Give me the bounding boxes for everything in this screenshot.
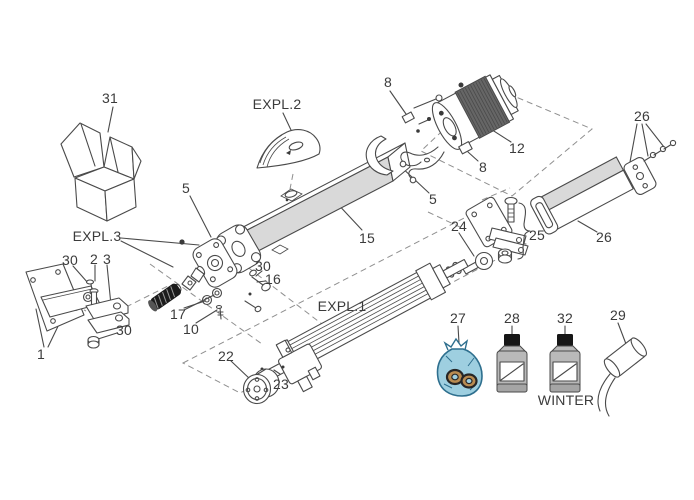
callout-23: 23 (273, 376, 289, 392)
bracket-nut (497, 248, 513, 264)
front-head-flange (148, 224, 262, 312)
callout-30b: 30 (255, 258, 271, 274)
callout-expl1: EXPL.1 (317, 298, 367, 314)
callout-8a: 8 (384, 74, 392, 90)
rear-tube-screws (643, 139, 677, 162)
callout-expl2: EXPL.2 (252, 96, 302, 112)
callout-2: 2 (90, 251, 98, 267)
callout-30c: 30 (116, 322, 132, 338)
packaging-box (60, 122, 142, 222)
callout-16: 16 (265, 271, 281, 287)
callout-22: 22 (218, 348, 234, 364)
callout-31: 31 (102, 90, 118, 106)
callout-1: 1 (37, 346, 45, 362)
winter-caption: WINTER (537, 392, 595, 408)
callout-25: 25 (529, 227, 545, 243)
release-cover (256, 129, 321, 169)
callout-10: 10 (183, 321, 199, 337)
callout-15: 15 (359, 230, 375, 246)
bracket-bolt (504, 196, 518, 223)
dashed-boundaries (65, 85, 593, 394)
motor-screws-8 (401, 82, 473, 155)
capacitor (597, 337, 647, 417)
callout-24: 24 (451, 218, 467, 234)
end-disc-22 (242, 368, 280, 405)
callout-5a: 5 (182, 180, 190, 196)
motor (401, 74, 519, 155)
brace-25 (517, 202, 531, 260)
callout-expl3: EXPL.3 (72, 228, 122, 244)
callout-27: 27 (450, 310, 466, 326)
front-stirrup (365, 135, 394, 176)
seal-kit-bag (436, 337, 483, 397)
cylinder-assembly (242, 258, 469, 405)
callout-30a: 30 (62, 252, 78, 268)
front-fasteners (201, 269, 271, 320)
valve-manifold (266, 339, 322, 393)
front-clevis (85, 297, 130, 349)
callout-3: 3 (103, 251, 111, 267)
leader-lines (35, 90, 665, 381)
rear-square-tube (530, 139, 677, 235)
clevis-nut (87, 335, 100, 349)
callout-26b: 26 (596, 229, 612, 245)
motor-wires (399, 146, 445, 184)
callout-29: 29 (610, 307, 626, 323)
callout-8b: 8 (479, 159, 487, 175)
callout-28: 28 (504, 310, 520, 326)
callout-5b: 5 (429, 191, 437, 207)
winter-oil-bottle (549, 334, 581, 393)
callout-17: 17 (170, 306, 186, 322)
callout-26a: 26 (634, 108, 650, 124)
callout-12: 12 (509, 140, 525, 156)
oil-bottle (496, 334, 528, 393)
wall-mount-plate (25, 263, 101, 332)
callout-32: 32 (557, 310, 573, 326)
